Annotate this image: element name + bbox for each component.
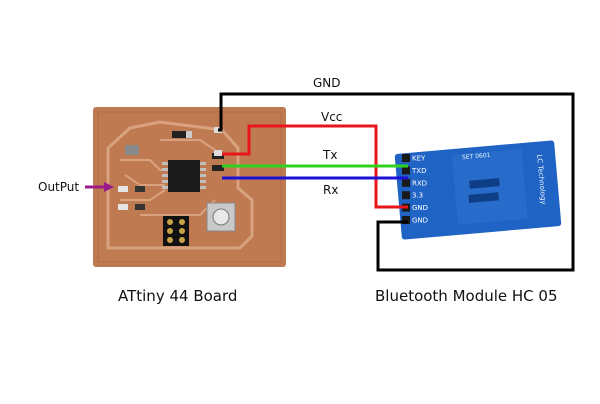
gnd-label: GND <box>313 76 341 90</box>
bluetooth-module-caption: Bluetooth Module HC 05 <box>375 287 558 305</box>
bt-pin-label: KEY <box>412 155 426 163</box>
bt-pin-label: TXD <box>411 167 426 175</box>
output-arrow-head <box>104 182 114 192</box>
bt-pin-label: RXD <box>412 179 427 187</box>
bt-pin-label: 3.3 <box>412 192 423 200</box>
tx-label: Tx <box>323 148 338 162</box>
attiny-board <box>93 107 286 267</box>
bt-pin-2 <box>402 178 410 187</box>
bt-pin-5 <box>402 216 410 224</box>
wires <box>85 92 575 272</box>
gnd-wire <box>218 92 575 272</box>
attiny-board-caption: ATtiny 44 Board <box>118 287 238 305</box>
bt-model-text: SET 0601 <box>462 152 491 161</box>
bt-pin-label: GND <box>412 217 428 225</box>
bt-pin-1 <box>402 166 410 175</box>
vcc-wire <box>222 124 408 209</box>
resistor <box>172 131 186 138</box>
attiny-chip <box>168 160 200 192</box>
output-label: OutPut <box>38 180 80 194</box>
bluetooth-module: SET 0601 LC Technology KEYTXDRXD3.3GNDGN… <box>394 140 562 240</box>
rx-label: Rx <box>323 183 339 197</box>
led <box>118 186 128 192</box>
pin-header <box>163 216 189 246</box>
reset-button <box>206 202 236 232</box>
vcc-label: Vcc <box>321 110 343 124</box>
bt-pin-0 <box>402 154 410 162</box>
bt-pin-3 <box>402 191 410 200</box>
bt-pin-label: GND <box>412 204 428 212</box>
capacitor <box>125 145 139 155</box>
pcb-traces <box>106 120 254 250</box>
